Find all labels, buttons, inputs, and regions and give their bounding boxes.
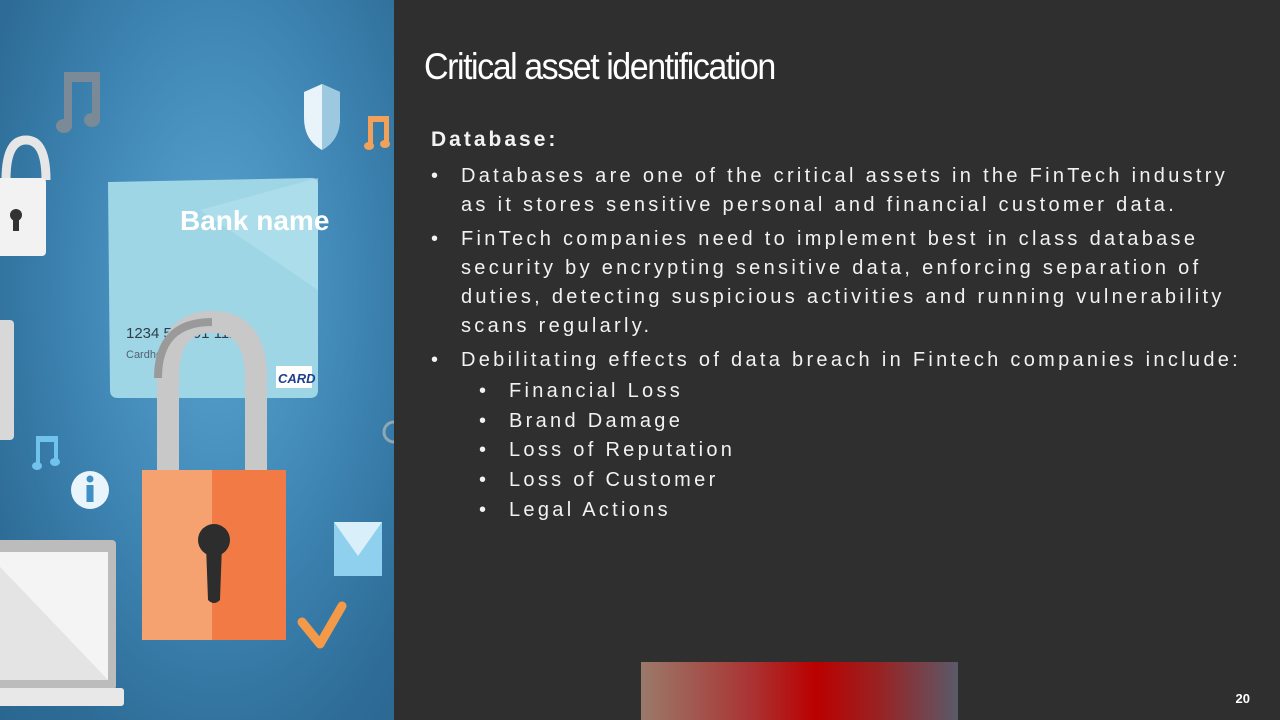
music-note-blue-icon [32,436,60,470]
device-edge [0,320,14,440]
bullet-list: Databases are one of the critical assets… [431,162,1251,526]
laptop-icon [0,540,124,706]
music-note-icon [56,72,100,133]
mail-icon [334,522,382,576]
slide-title: Critical asset identification [424,46,776,87]
padlock-left-icon [0,135,51,256]
sub-bullet-item: Loss of Reputation [461,436,1251,466]
sub-bullet-item: Legal Actions [461,496,1251,526]
card-holder: Cardhol [126,349,165,361]
check-icon [297,601,347,649]
card-bank-name: Bank name [180,205,329,236]
section-heading: Database: [431,128,559,151]
bullet-text: Debilitating effects of data breach in F… [461,349,1242,371]
sub-bullet-item: Financial Loss [461,377,1251,407]
card-brand: CARD [278,371,316,386]
info-icon [71,471,109,509]
security-illustration: Bank name 1234 567 01 1121 Cardhol CARD [0,72,394,706]
shield-icon [304,84,340,150]
slide-content: Critical asset identification Database: … [394,0,1280,720]
padlock-icon [142,470,286,640]
sub-bullet-item: Loss of Customer [461,466,1251,496]
music-note-small-icon [364,116,390,150]
decorative-gradient-bar [641,662,958,720]
sub-bullet-item: Brand Damage [461,407,1251,437]
bullet-item: FinTech companies need to implement best… [431,225,1251,341]
slide-body: Database: Databases are one of the criti… [431,128,1251,531]
page-number: 20 [1235,691,1250,706]
bullet-item-with-sublist: Debilitating effects of data breach in F… [431,346,1251,526]
illustration-panel: Bank name 1234 567 01 1121 Cardhol CARD [0,0,394,720]
bullet-item: Databases are one of the critical assets… [431,162,1251,220]
decorative-ring [382,420,394,444]
padlock-shackle-shadow [154,318,213,379]
sub-bullet-list: Financial Loss Brand Damage Loss of Repu… [461,377,1251,526]
bank-card: Bank name 1234 567 01 1121 Cardhol CARD [108,178,329,398]
